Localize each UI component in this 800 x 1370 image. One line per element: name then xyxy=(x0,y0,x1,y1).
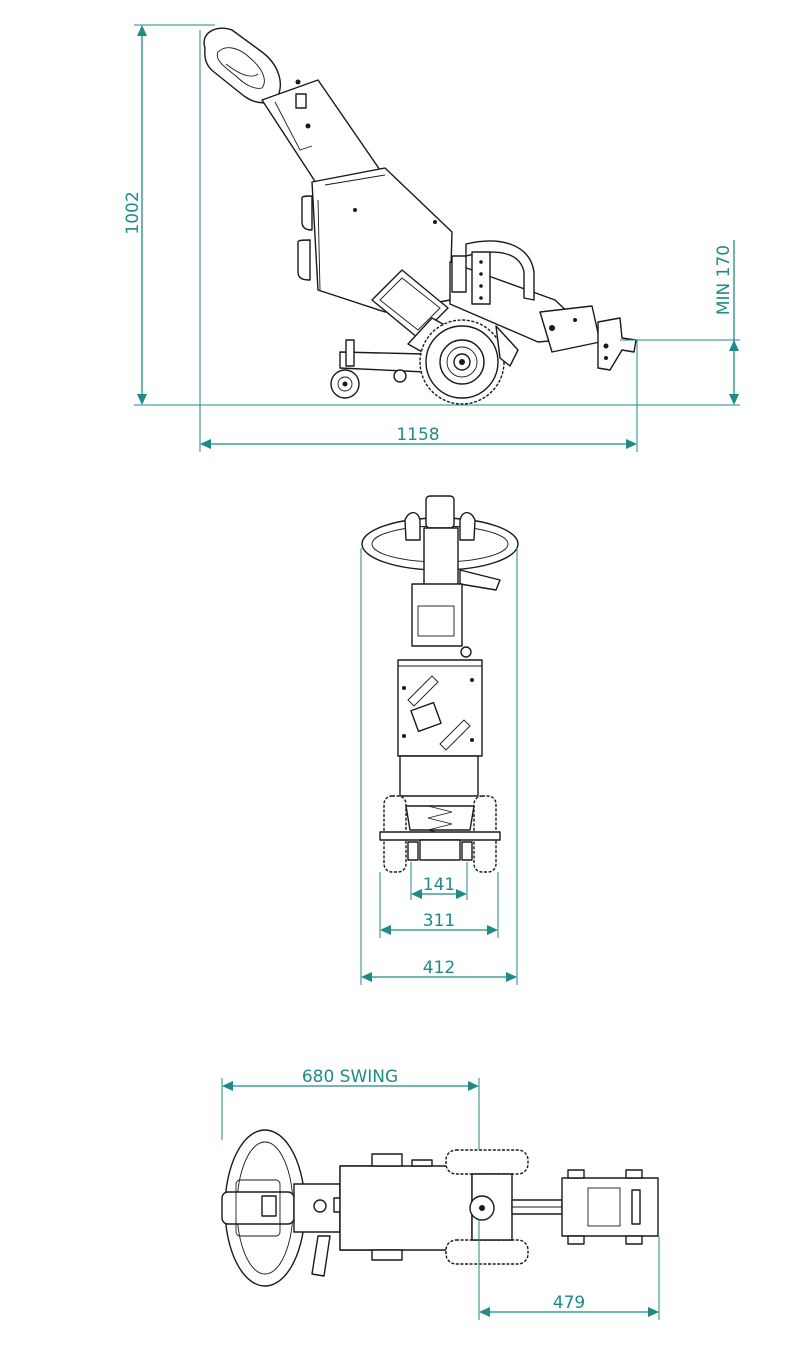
rear-view xyxy=(361,495,519,873)
dim-rear-outer: 412 xyxy=(423,958,455,978)
dim-min-height: MIN 170 xyxy=(714,245,734,315)
top-view xyxy=(221,1129,659,1287)
dim-rear-middle: 311 xyxy=(423,911,455,931)
dim-top-swing: 680 SWING xyxy=(302,1067,398,1087)
dim-top-rear: 479 xyxy=(553,1293,585,1313)
dimensions: 1002 1158 MIN 170 141 311 412 xyxy=(123,24,740,1320)
dim-side-length: 1158 xyxy=(396,425,439,445)
side-view xyxy=(203,27,637,405)
dim-side-height: 1002 xyxy=(123,191,143,234)
dim-rear-inner: 141 xyxy=(423,875,455,895)
